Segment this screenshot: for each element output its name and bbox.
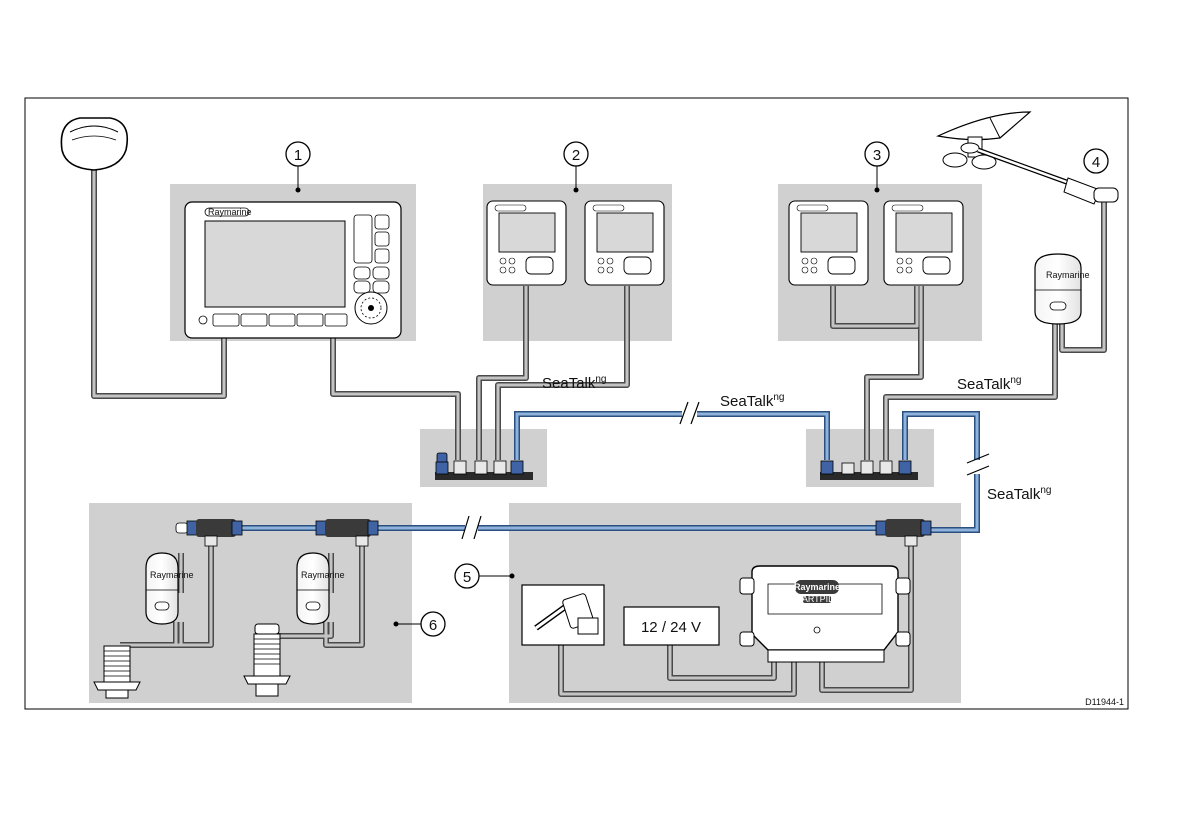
ecu-model-label: SMARTPILOT [788, 594, 846, 604]
power-supply-box: 12 / 24 V [624, 607, 719, 645]
callout-number: 4 [1092, 154, 1100, 171]
pod-brand-label: Raymarine [301, 570, 345, 580]
seatalk-superscript: ng [1040, 485, 1051, 496]
display-brand-label: Raymarine [208, 207, 252, 217]
callout-number: 6 [429, 617, 437, 634]
instrument-display [585, 201, 664, 285]
seatalk-superscript: ng [773, 392, 784, 403]
instrument-display [487, 201, 566, 285]
power-supply-label: 12 / 24 V [641, 619, 701, 636]
seatalk-superscript: ng [595, 374, 606, 385]
instrument-display [789, 201, 868, 285]
multifunction-display: Raymarine [185, 202, 401, 338]
callout-4: 4 [1084, 149, 1108, 173]
pod-brand-label: Raymarine [150, 570, 194, 580]
seatalk-text: SeaTalk [987, 486, 1041, 503]
terminator-blue [436, 453, 448, 474]
gps-antenna-icon [61, 118, 127, 170]
seatalk-text: SeaTalk [542, 375, 596, 392]
instrument-display [884, 201, 963, 285]
seatalk-text: SeaTalk [957, 376, 1011, 393]
drive-unit-icon [522, 585, 604, 645]
pod-brand-label: Raymarine [1046, 270, 1090, 280]
callout-number: 1 [294, 147, 302, 164]
seatalk-superscript: ng [1010, 375, 1021, 386]
figure-id: D11944-1 [1085, 697, 1124, 707]
callout-number: 5 [463, 569, 471, 586]
ecu-brand-label: Raymarine [794, 582, 840, 592]
seatalk-text: SeaTalk [720, 393, 774, 410]
callout-number: 3 [873, 147, 881, 164]
callout-number: 2 [572, 147, 580, 164]
autopilot-course-computer: Raymarine SMARTPILOT [740, 566, 910, 662]
